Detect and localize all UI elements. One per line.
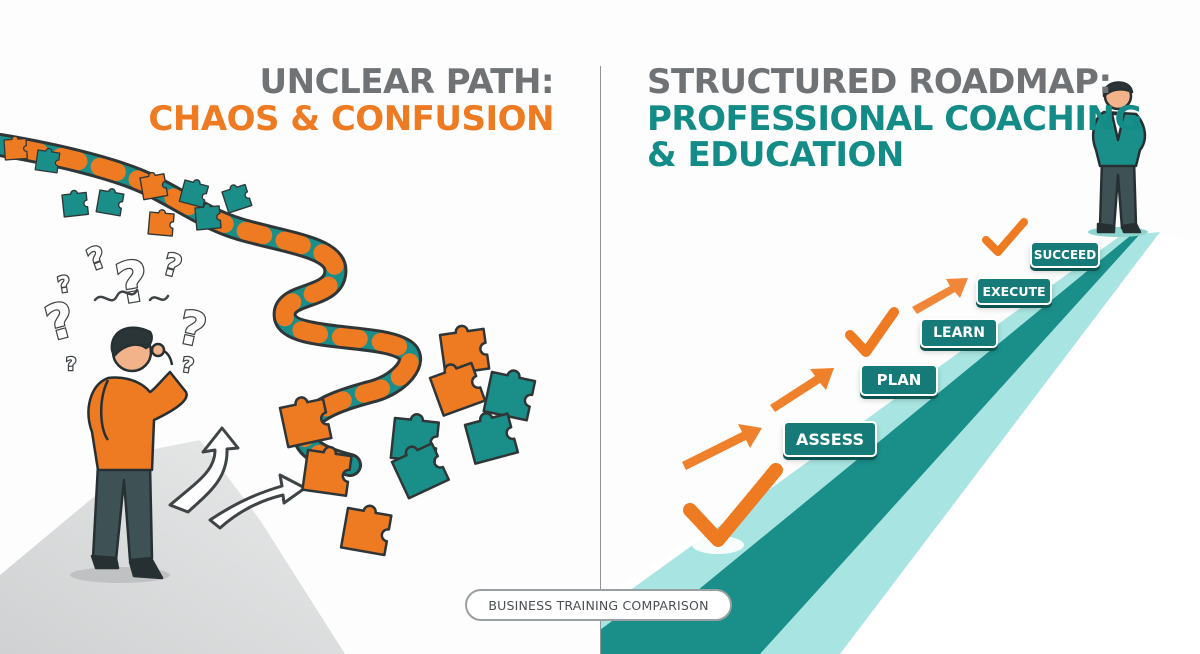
right-heading-line3: & EDUCATION — [647, 135, 904, 176]
branching-arrow-icon — [168, 426, 307, 530]
question-mark-icon: ? — [180, 352, 196, 378]
left-heading-line1: UNCLEAR PATH: — [259, 62, 555, 102]
question-mark-icon: ? — [111, 248, 154, 318]
step-execute: EXECUTE — [976, 277, 1052, 305]
question-mark-icon: ? — [159, 247, 185, 285]
puzzle-piece-icon — [34, 147, 61, 174]
step-plan: PLAN — [860, 364, 938, 396]
question-mark-icon: ? — [56, 272, 73, 299]
puzzle-piece-icon — [428, 361, 487, 417]
confusion-scribble — [93, 288, 170, 302]
puzzle-piece-icon — [147, 209, 175, 237]
puzzle-piece-icon — [61, 189, 90, 218]
checkmark-icon — [982, 218, 1028, 256]
puzzle-piece-icon — [178, 179, 210, 209]
step-succeed: SUCCEED — [1030, 241, 1100, 268]
checkmark-icon — [845, 307, 899, 357]
question-mark-icon: ? — [66, 354, 76, 375]
confused-person-figure — [70, 326, 188, 583]
question-mark-icon: ? — [83, 239, 111, 278]
puzzle-piece-icon — [390, 442, 451, 500]
right-heading-line2: PROFESSIONAL COACHING — [647, 98, 1142, 139]
puzzle-piece-icon — [95, 188, 125, 217]
scattered-puzzle-pieces — [3, 135, 537, 557]
left-heading: UNCLEAR PATH: CHAOS & CONFUSION — [148, 64, 554, 137]
puzzle-piece-icon — [278, 396, 333, 449]
step-assess: ASSESS — [783, 421, 877, 457]
puzzle-piece-icon — [463, 412, 520, 465]
puzzle-piece-icon — [339, 504, 393, 557]
center-divider — [600, 66, 601, 654]
left-heading-line2: CHAOS & CONFUSION — [148, 98, 554, 139]
gray-ground-path — [0, 440, 345, 654]
puzzle-piece-icon — [139, 171, 169, 201]
puzzle-piece-icon — [438, 324, 491, 376]
arrow-icon — [682, 278, 968, 470]
right-heading-line1: STRUCTURED ROADMAP: — [647, 62, 1112, 102]
confident-person-figure — [1088, 81, 1148, 237]
question-mark-icon: ? — [40, 291, 81, 352]
teal-roadmap-path — [620, 234, 1140, 654]
checkmark-icon — [683, 463, 783, 547]
caption-badge: BUSINESS TRAINING COMPARISON — [465, 589, 732, 621]
question-mark-icon: ? — [174, 299, 211, 357]
puzzle-piece-icon — [194, 202, 222, 231]
puzzle-piece-icon — [3, 135, 28, 161]
puzzle-piece-icon — [221, 183, 253, 214]
right-heading: STRUCTURED ROADMAP: PROFESSIONAL COACHIN… — [647, 64, 1142, 174]
step-learn: LEARN — [920, 318, 998, 348]
puzzle-piece-icon — [301, 445, 353, 497]
puzzle-piece-icon — [482, 369, 537, 422]
